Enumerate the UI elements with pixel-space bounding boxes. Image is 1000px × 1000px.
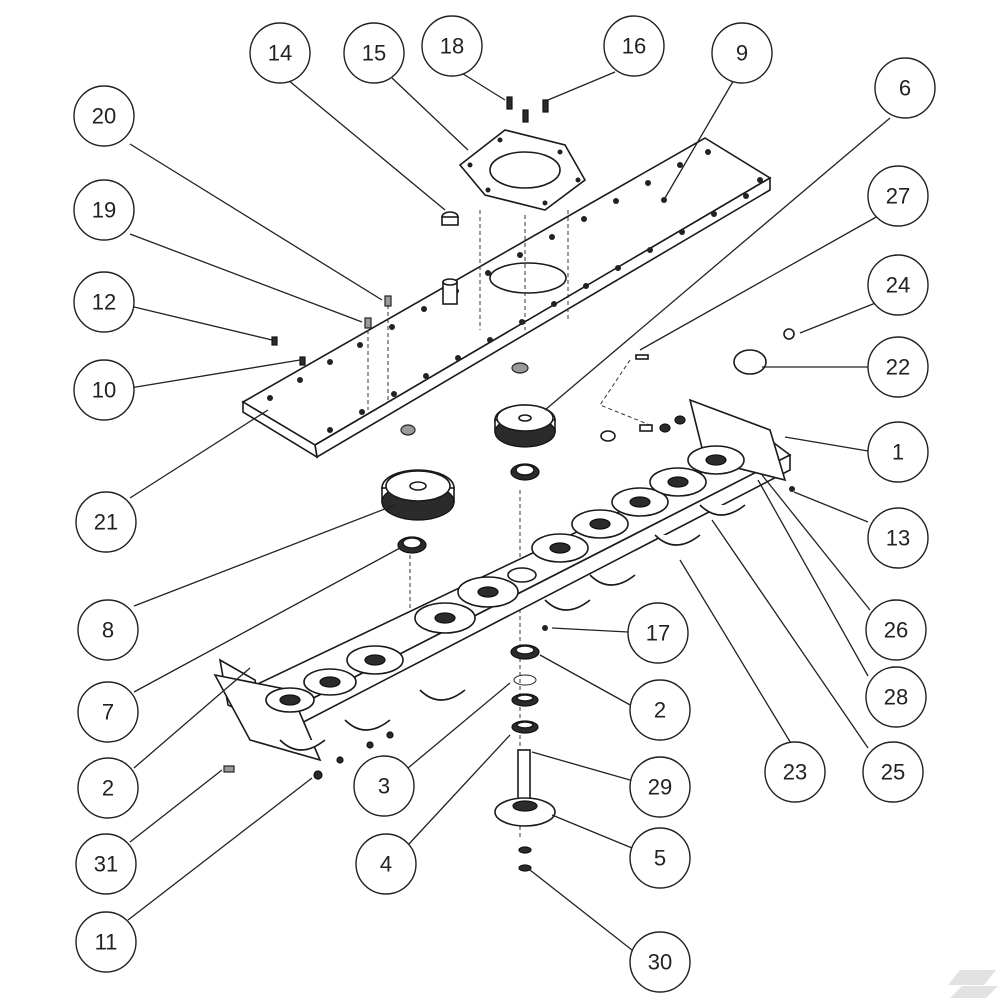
callout-16: 16 bbox=[603, 15, 665, 77]
callout-31: 31 bbox=[75, 833, 137, 895]
callout-label: 7 bbox=[102, 700, 114, 725]
callout-label: 27 bbox=[886, 184, 910, 209]
callout-label: 24 bbox=[886, 273, 910, 298]
callout-label: 10 bbox=[92, 378, 116, 403]
callout-1: 1 bbox=[867, 421, 929, 483]
callout-label: 20 bbox=[92, 104, 116, 129]
callout-label: 6 bbox=[899, 76, 911, 101]
callout-label: 12 bbox=[92, 290, 116, 315]
callout-label: 13 bbox=[886, 526, 910, 551]
callout-label: 2 bbox=[102, 776, 114, 801]
callout-20: 20 bbox=[73, 85, 135, 147]
callout-label: 1 bbox=[892, 440, 904, 465]
callout-label: 30 bbox=[648, 950, 672, 975]
right-side-fittings bbox=[600, 328, 795, 492]
top-cover-plate bbox=[241, 137, 772, 459]
left-gear bbox=[381, 424, 455, 521]
callout-25: 25 bbox=[862, 741, 924, 803]
callout-label: 29 bbox=[648, 775, 672, 800]
callout-13: 13 bbox=[867, 507, 929, 569]
callout-label: 5 bbox=[654, 846, 666, 871]
callout-10: 10 bbox=[73, 359, 135, 421]
callout-label: 31 bbox=[94, 852, 118, 877]
callout-28: 28 bbox=[865, 666, 927, 728]
bearings bbox=[397, 463, 540, 554]
callout-22: 22 bbox=[867, 336, 929, 398]
callout-6: 6 bbox=[874, 57, 936, 119]
spindle-stack bbox=[494, 567, 556, 872]
callout-label: 3 bbox=[378, 774, 390, 799]
callout-15: 15 bbox=[343, 22, 405, 84]
callout-9: 9 bbox=[711, 22, 773, 84]
callout-29: 29 bbox=[629, 756, 691, 818]
callout-5: 5 bbox=[629, 827, 691, 889]
callout-label: 14 bbox=[268, 41, 292, 66]
callout-27: 27 bbox=[867, 165, 929, 227]
callout-19: 19 bbox=[73, 179, 135, 241]
callout-label: 4 bbox=[380, 852, 392, 877]
brand-logo-icon bbox=[948, 970, 998, 998]
callout-17: 17 bbox=[627, 602, 689, 664]
callout-label: 9 bbox=[736, 41, 748, 66]
callout-21: 21 bbox=[75, 491, 137, 553]
breather-cap bbox=[441, 211, 459, 226]
callout-14: 14 bbox=[249, 22, 311, 84]
callout-label: 26 bbox=[884, 618, 908, 643]
callout-23: 23 bbox=[764, 741, 826, 803]
callout-24: 24 bbox=[867, 254, 929, 316]
callout-11: 11 bbox=[75, 911, 137, 973]
flange-bolts bbox=[506, 96, 549, 123]
leader-lines bbox=[127, 71, 891, 951]
callout-26: 26 bbox=[865, 599, 927, 661]
callout-label: 28 bbox=[884, 685, 908, 710]
callout-label: 8 bbox=[102, 618, 114, 643]
callout-label: 18 bbox=[440, 34, 464, 59]
callout-label: 11 bbox=[95, 930, 118, 955]
callout-label: 21 bbox=[94, 510, 118, 535]
callout-label: 23 bbox=[783, 760, 807, 785]
callout-label: 17 bbox=[646, 621, 670, 646]
callout-label: 16 bbox=[622, 34, 646, 59]
callout-label: 25 bbox=[881, 760, 905, 785]
left-side-fittings bbox=[223, 731, 394, 780]
callout-label: 2 bbox=[654, 698, 666, 723]
callout-2-left: 2 bbox=[77, 757, 139, 819]
top-gear bbox=[494, 362, 556, 448]
callout-30: 30 bbox=[629, 931, 691, 993]
callout-18: 18 bbox=[421, 15, 483, 77]
callout-2-right: 2 bbox=[629, 679, 691, 741]
cover-fasteners bbox=[271, 295, 392, 366]
callout-4: 4 bbox=[355, 833, 417, 895]
callout-7: 7 bbox=[77, 681, 139, 743]
callout-label: 15 bbox=[362, 41, 386, 66]
callout-label: 19 bbox=[92, 198, 116, 223]
callout-label: 22 bbox=[886, 355, 910, 380]
top-flange-plate bbox=[458, 129, 587, 211]
callout-12: 12 bbox=[73, 271, 135, 333]
assembly-guide-lines bbox=[367, 210, 651, 840]
callout-3: 3 bbox=[353, 755, 415, 817]
callout-8: 8 bbox=[77, 599, 139, 661]
